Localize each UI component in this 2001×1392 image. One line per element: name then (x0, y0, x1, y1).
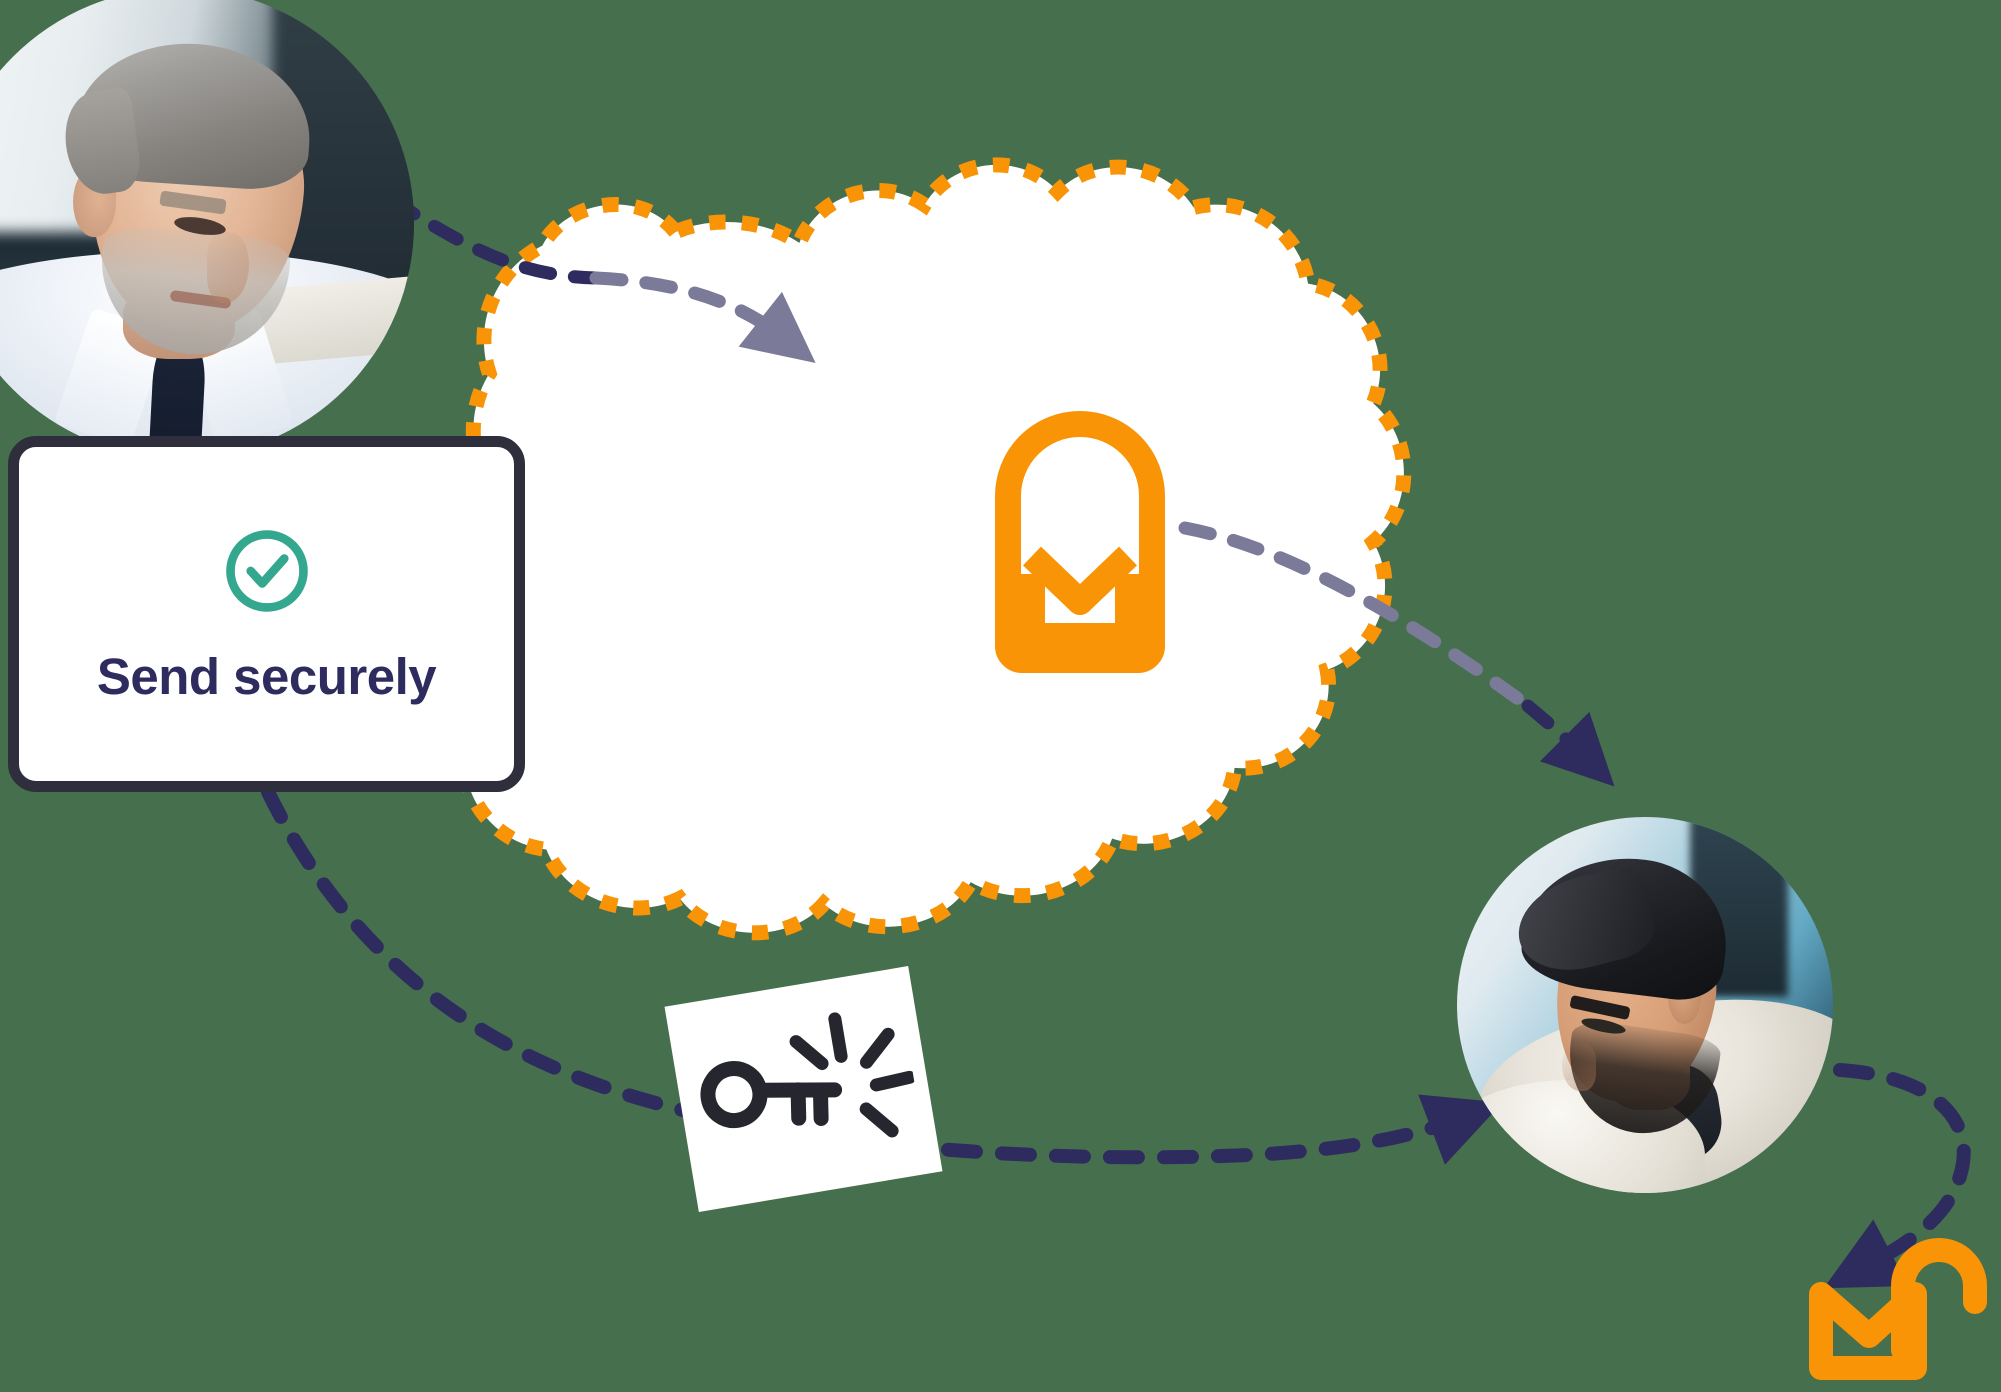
mailbox-envelope-icon (995, 411, 1165, 673)
key-burst-icon (700, 1012, 917, 1138)
recipient-avatar-photo (1457, 817, 1833, 1193)
send-securely-label: Send securely (96, 647, 437, 705)
send-securely-card[interactable]: Send securely (8, 436, 525, 792)
unlocked-mail-icon (1809, 1238, 1987, 1380)
sender-avatar-photo (0, 0, 414, 458)
encryption-key-card[interactable] (664, 966, 943, 1212)
arrow-sender-to-cloud-outer (385, 193, 603, 285)
arrow-cloud-to-recipient-inner (1178, 521, 1535, 713)
arrow-sender-to-cloud-inner (589, 271, 816, 364)
sender-avatar (0, 0, 414, 458)
arrow-recipient-to-lock (1823, 1063, 1971, 1289)
arrow-cloud-to-recipient-outer (1521, 699, 1615, 787)
check-circle-icon (225, 529, 308, 612)
recipient-avatar (1457, 817, 1833, 1193)
